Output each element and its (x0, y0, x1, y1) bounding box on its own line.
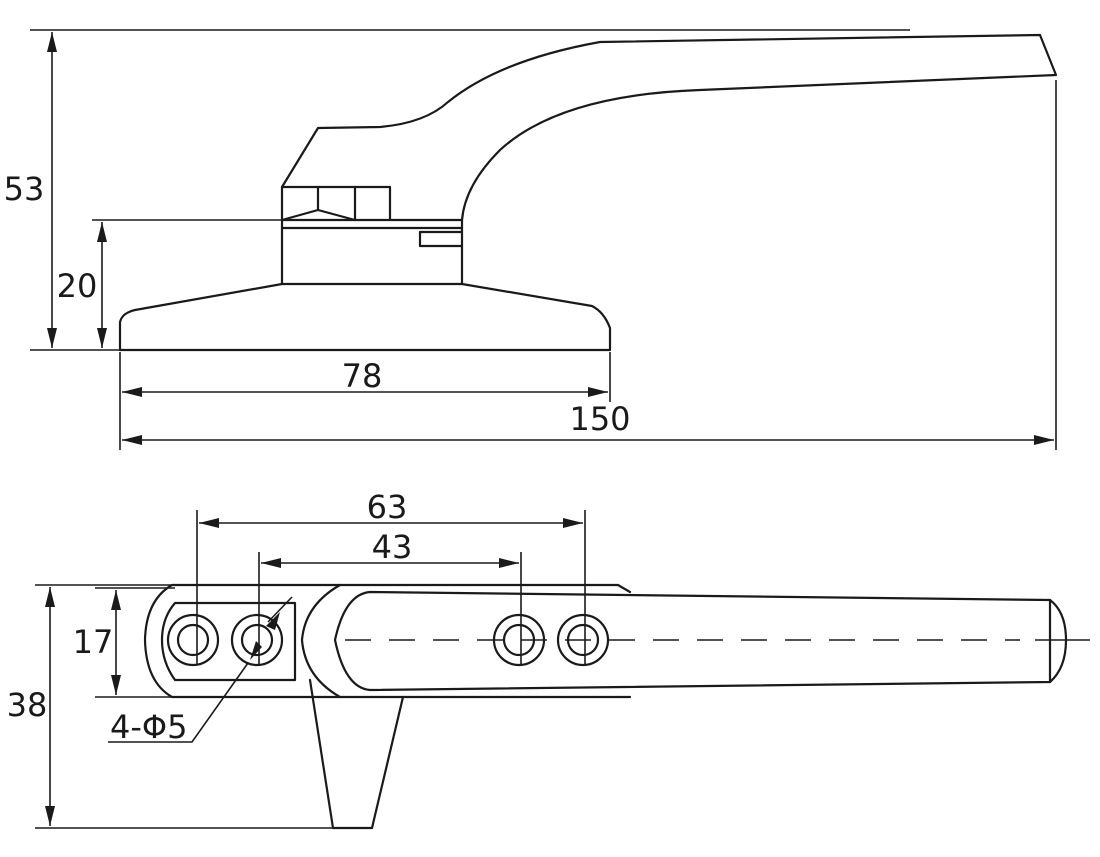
latch-tab (418, 230, 464, 248)
hole-callout-label: 4-Φ5 (110, 708, 187, 746)
lever-cap (1048, 598, 1068, 684)
dim-label-43: 43 (372, 528, 413, 566)
mount-hole-1 (166, 613, 220, 667)
dim-label-78: 78 (342, 357, 383, 395)
hex-nut (280, 185, 357, 222)
dim-label-63: 63 (367, 488, 408, 526)
pivot-sweep (300, 583, 342, 699)
top-view: 63 43 17 38 4-Φ5 (7, 488, 1090, 830)
dim-label-17: 17 (73, 623, 114, 661)
side-view: 53 20 78 150 (4, 29, 1058, 450)
inner-plate (160, 601, 297, 682)
handle-lever (280, 33, 1058, 222)
dim-label-20: 20 (57, 267, 98, 305)
base-outline (143, 583, 632, 699)
base-plate (118, 282, 612, 352)
tongue (308, 678, 405, 830)
lever-body (333, 590, 1052, 692)
mount-hole-2 (230, 613, 284, 667)
callout-leader (108, 662, 249, 743)
dim-label-53: 53 (4, 170, 45, 208)
dim-label-38: 38 (7, 686, 48, 724)
pedestal (280, 185, 464, 286)
dim-label-150: 150 (569, 400, 630, 438)
